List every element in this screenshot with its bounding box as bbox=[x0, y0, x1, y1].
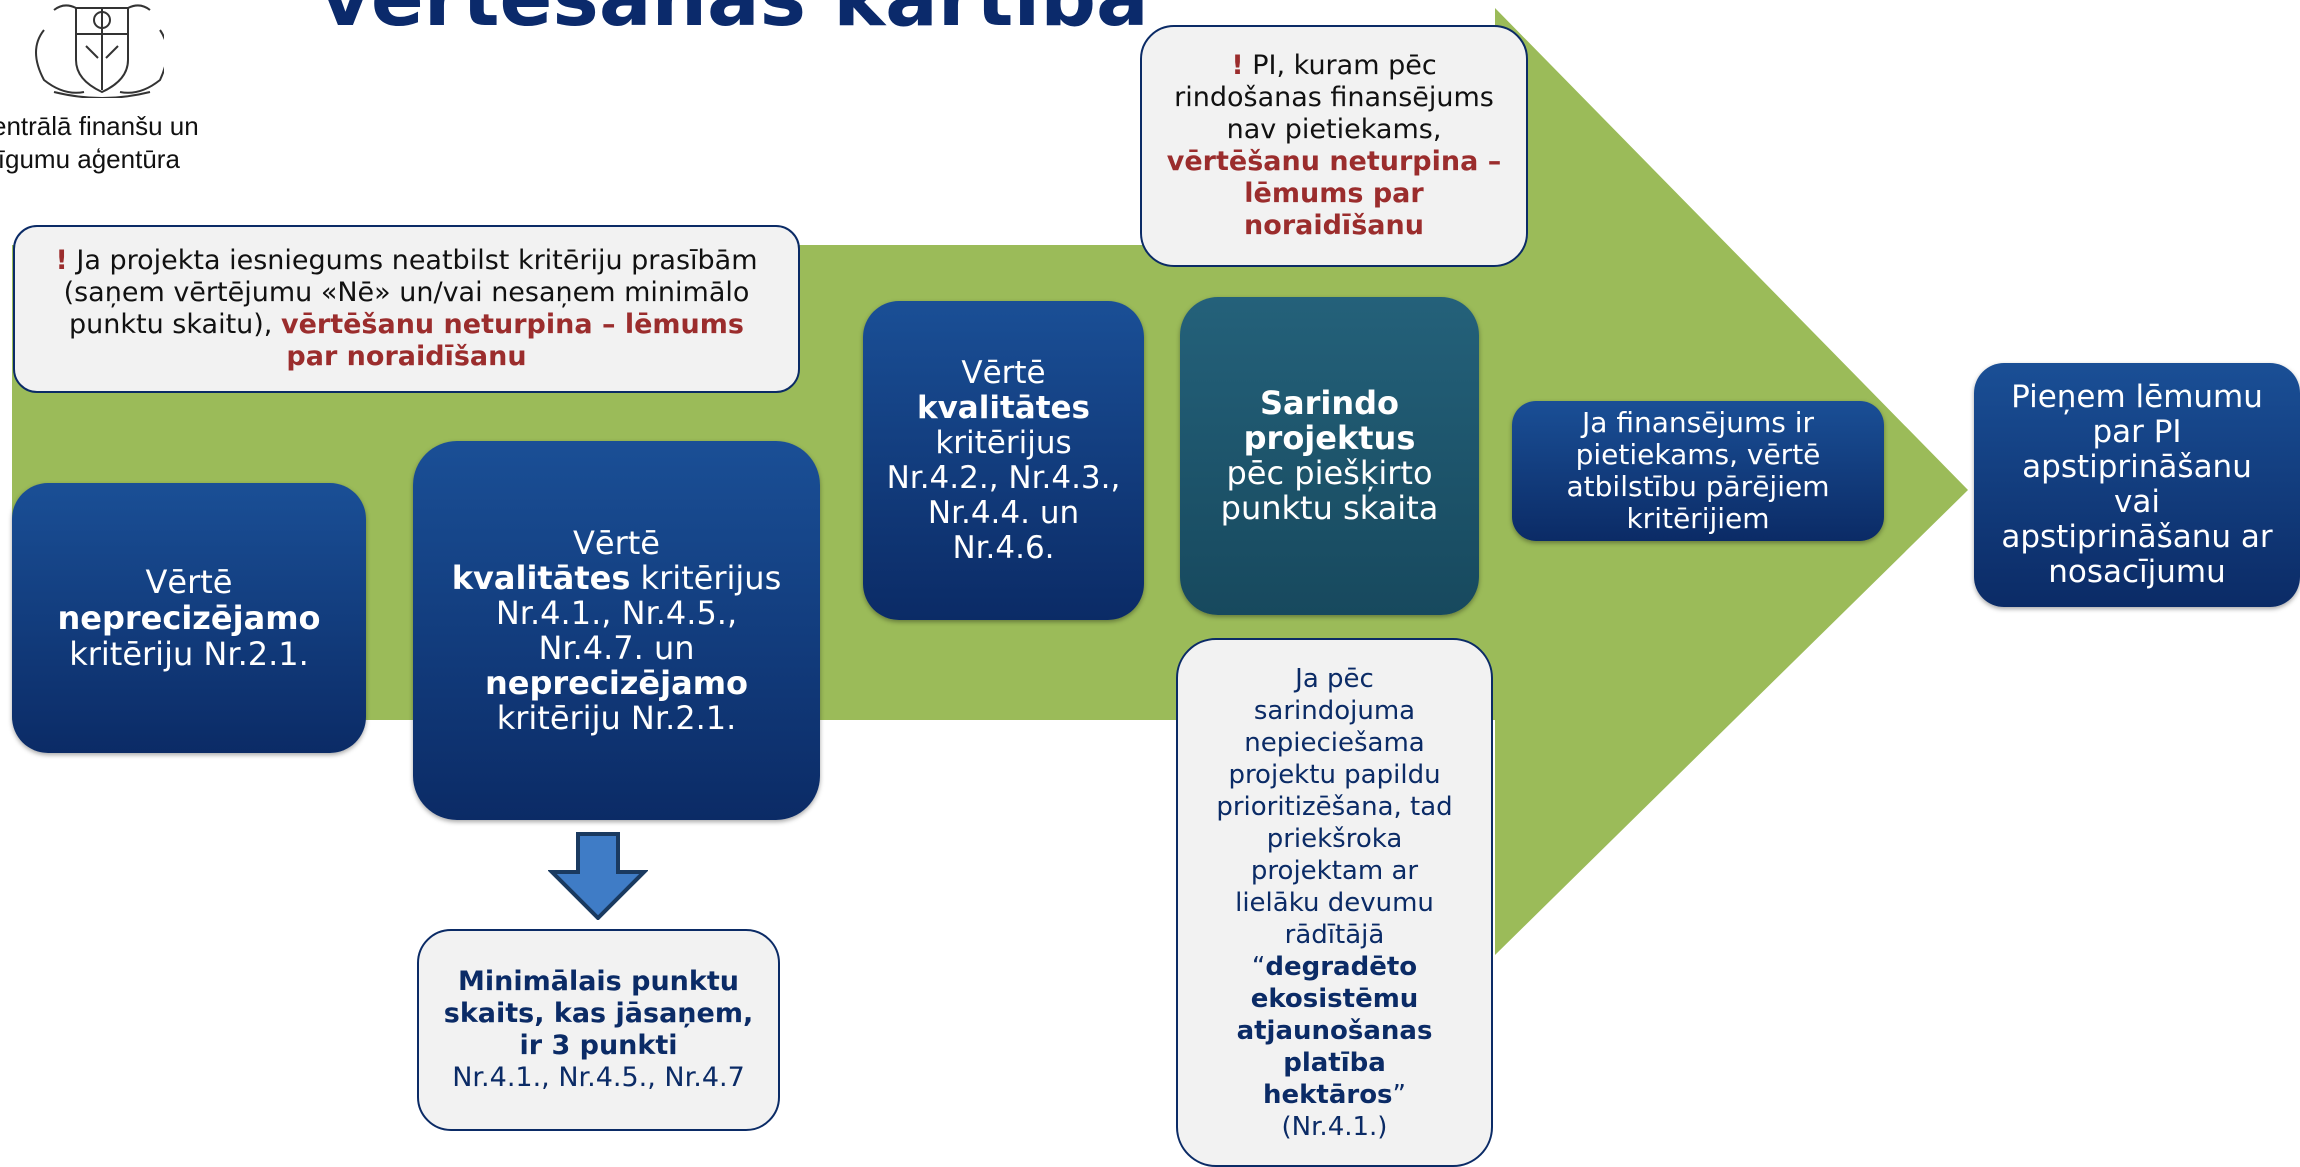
step-3-line1: Vērtē bbox=[961, 354, 1046, 391]
rejection-note: ! Ja projekta iesniegums neatbilst kritē… bbox=[13, 225, 800, 393]
step-2-box: Vērtē kvalitātes kritērijus Nr.4.1., Nr.… bbox=[413, 441, 820, 820]
minimum-points-box: Minimālais punktu skaits, kas jāsaņem, i… bbox=[417, 929, 780, 1131]
agency-name-line1: entrālā finanšu un bbox=[0, 111, 199, 141]
step-2-bold1: kvalitātes bbox=[451, 558, 631, 597]
priority-quote-open: “ bbox=[1251, 951, 1266, 982]
warning-mark: ! bbox=[55, 245, 68, 276]
step-6-box: Pieņem lēmumu par PI apstiprināšanu vai … bbox=[1974, 363, 2300, 607]
step-4-bold: Sarindo projektus bbox=[1243, 384, 1416, 457]
step-1-box: Vērtē neprecizējamo kritēriju Nr.2.1. bbox=[12, 483, 366, 753]
funding-note-emphasis: vērtēšanu neturpina – lēmums par noraidī… bbox=[1166, 146, 1502, 241]
minimum-points-bold: Minimālais punktu skaits, kas jāsaņem, i… bbox=[443, 966, 754, 1061]
priority-quote-close: ” bbox=[1392, 1079, 1407, 1110]
down-arrow-icon bbox=[548, 832, 648, 920]
step-4-text: pēc piešķirto punktu skaita bbox=[1220, 454, 1439, 527]
priority-indicator: degradēto ekosistēmu atjaunošanas platīb… bbox=[1236, 951, 1433, 1110]
step-3-bold: kvalitātes bbox=[916, 389, 1091, 426]
step-3-text: kritērijus Nr.4.2., Nr.4.3., Nr.4.4. un … bbox=[886, 424, 1121, 566]
step-2-text1: kritērijus Nr.4.1., Nr.4.5., Nr.4.7. un bbox=[495, 558, 782, 667]
rejection-note-body: Ja projekta iesniegums neatbilst kritēri… bbox=[63, 245, 758, 340]
funding-note-body: PI, kuram pēc rindošanas finansējums nav… bbox=[1174, 50, 1494, 145]
step-6-text: Pieņem lēmumu par PI apstiprināšanu vai … bbox=[2001, 379, 2273, 590]
warning-mark: ! bbox=[1231, 50, 1244, 81]
step-3-box: Vērtē kvalitātes kritērijus Nr.4.2., Nr.… bbox=[863, 301, 1144, 620]
priority-text: Ja pēc sarindojuma nepieciešama projektu… bbox=[1216, 663, 1453, 950]
step-2-bold2: neprecizējamo bbox=[484, 663, 749, 702]
priority-note: Ja pēc sarindojuma nepieciešama projektu… bbox=[1176, 638, 1493, 1167]
rejection-note-emphasis: vērtēšanu neturpina – lēmums par noraidī… bbox=[280, 309, 744, 372]
priority-ref: (Nr.4.1.) bbox=[1281, 1111, 1388, 1142]
funding-note-text: ! PI, kuram pēc rindošanas finansējums n… bbox=[1166, 50, 1502, 242]
rejection-note-text: ! Ja projekta iesniegums neatbilst kritē… bbox=[45, 245, 768, 373]
step-5-text: Ja finansējums ir pietiekams, vērtē atbi… bbox=[1566, 406, 1830, 535]
step-1-line3: kritēriju Nr.2.1. bbox=[69, 635, 309, 673]
funding-note: ! PI, kuram pēc rindošanas finansējums n… bbox=[1140, 25, 1528, 267]
minimum-points-text: Nr.4.1., Nr.4.5., Nr.4.7 bbox=[452, 1062, 745, 1093]
coat-of-arms-icon bbox=[35, 4, 164, 98]
step-5-box: Ja finansējums ir pietiekams, vērtē atbi… bbox=[1512, 401, 1884, 541]
page-title: vērtēšanas kārtība bbox=[320, 0, 1149, 38]
agency-name: entrālā finanšu un līgumu aģentūra bbox=[0, 110, 199, 176]
step-2-line1: Vērtē bbox=[573, 523, 660, 562]
step-1-bold: neprecizējamo bbox=[57, 599, 321, 637]
step-2-text2: kritēriju Nr.2.1. bbox=[496, 698, 737, 737]
agency-name-line2: līgumu aģentūra bbox=[0, 144, 180, 174]
step-4-box: Sarindo projektus pēc piešķirto punktu s… bbox=[1180, 297, 1479, 615]
step-1-line1: Vērtē bbox=[145, 563, 233, 601]
